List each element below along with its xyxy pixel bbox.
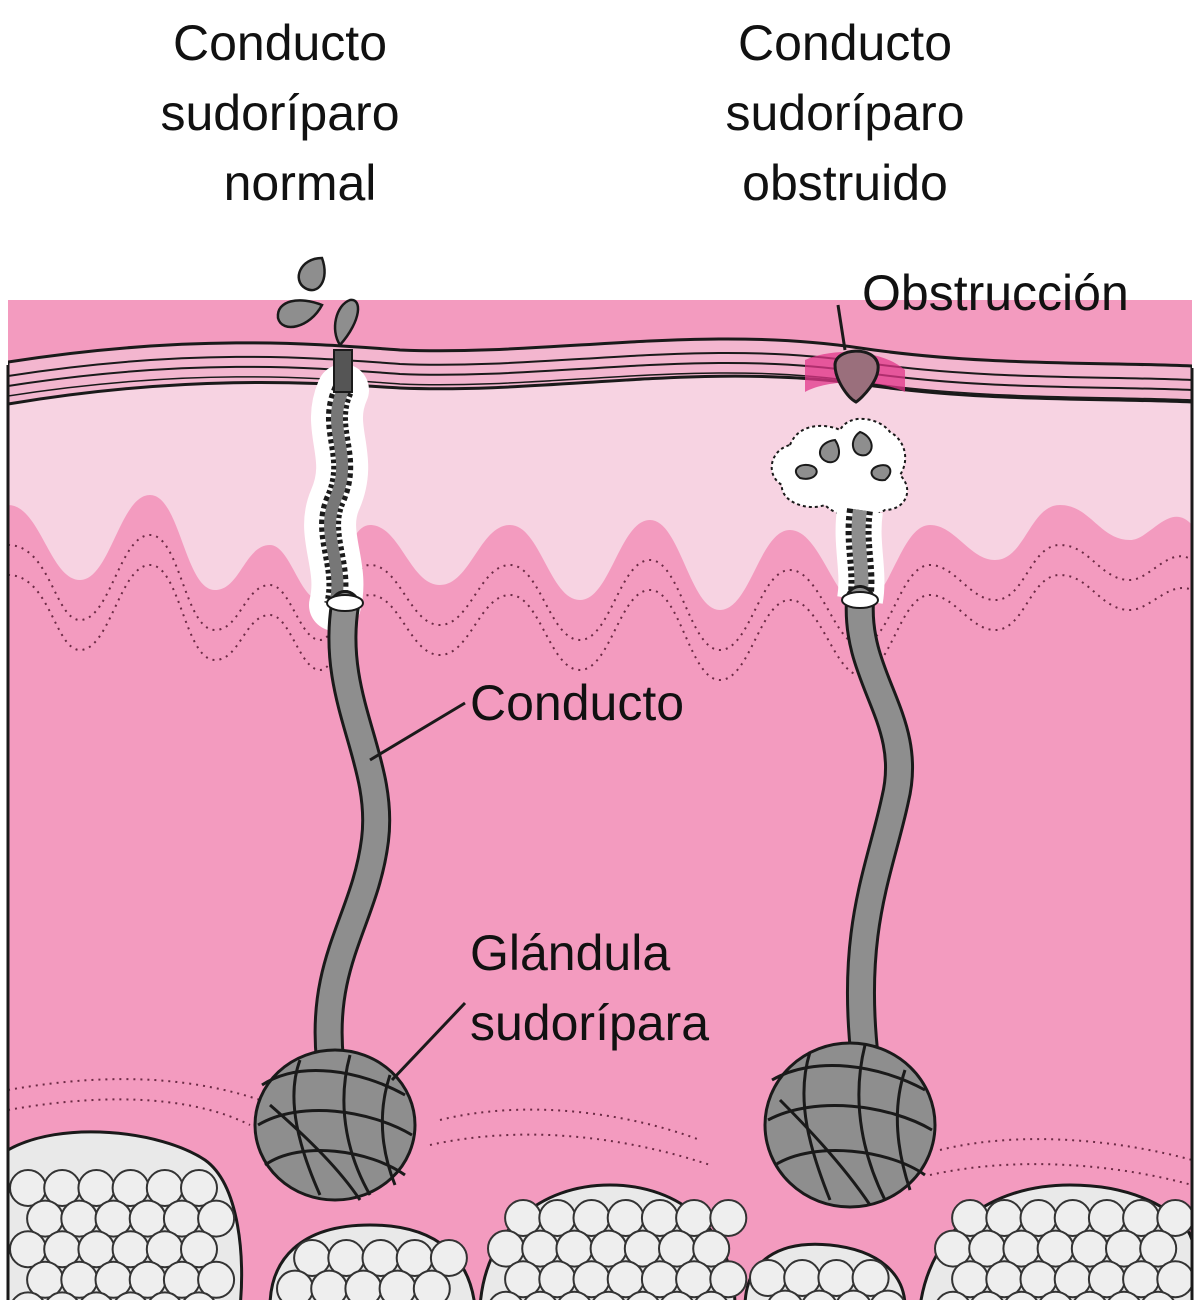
fat-cell xyxy=(523,1290,557,1300)
fat-cell xyxy=(197,1260,236,1299)
fat-cell xyxy=(294,1301,330,1307)
gland-leader-line xyxy=(390,1001,467,1082)
fat-cell xyxy=(1141,1290,1175,1300)
fat-cell xyxy=(397,1301,433,1307)
obstructed-duct-title-line1: Conducto xyxy=(737,15,953,71)
gland-label-line1: Glándula xyxy=(470,925,671,981)
fat-cell xyxy=(558,1290,591,1300)
fat-cell xyxy=(970,1290,1004,1300)
obstructed-sweat-duct xyxy=(770,349,915,1075)
fat-cell xyxy=(328,1301,364,1307)
fat-cell xyxy=(1107,1290,1141,1300)
fat-cell xyxy=(709,1199,748,1237)
sweat-gland-coil-icon xyxy=(763,1041,937,1209)
fat-cell xyxy=(851,1259,890,1297)
fat-cell xyxy=(12,1291,44,1300)
fat-cell xyxy=(378,1269,417,1300)
fat-cell xyxy=(1156,1260,1192,1299)
obstruction-plug xyxy=(833,349,880,404)
fat-cell xyxy=(1005,1290,1038,1300)
fat-cell xyxy=(310,1269,349,1300)
fat-cell-cluster-icon xyxy=(8,1130,1192,1307)
fat-cell xyxy=(836,1289,871,1300)
fat-cell xyxy=(148,1291,181,1300)
fat-cell xyxy=(183,1291,215,1300)
fat-cell xyxy=(870,1289,905,1300)
fat-cell xyxy=(344,1269,383,1300)
fat-cell xyxy=(431,1301,467,1307)
fat-cell xyxy=(692,1229,731,1268)
fat-cell xyxy=(80,1291,113,1300)
fat-cell xyxy=(429,1239,468,1277)
fat-cell xyxy=(626,1290,660,1300)
duct-leader-line xyxy=(369,701,466,762)
fat-cell xyxy=(489,1290,523,1300)
obstructed-duct-title-line2: sudoríparo xyxy=(725,85,965,141)
fat-cell xyxy=(768,1289,803,1300)
fat-cell xyxy=(694,1290,728,1300)
obstructed-duct-title-line3: obstruido xyxy=(742,155,948,211)
fat-cell xyxy=(660,1290,694,1300)
epidermis-layer xyxy=(8,345,1192,610)
fat-cell xyxy=(802,1289,837,1300)
fat-cell xyxy=(412,1269,451,1300)
normal-duct-title: Conducto sudoríparo normal xyxy=(130,8,430,218)
normal-duct-title-line3: normal xyxy=(223,155,377,211)
fat-cell xyxy=(363,1301,399,1307)
fat-cell xyxy=(180,1230,218,1269)
normal-duct-title-line2: sudoríparo xyxy=(160,85,400,141)
gland-label-line2: sudorípara xyxy=(470,995,710,1051)
fat-cell xyxy=(276,1269,314,1300)
fat-cell xyxy=(709,1260,748,1299)
obstructed-duct-title: Conducto sudoríparo obstruido xyxy=(695,8,995,218)
fat-cell xyxy=(46,1291,79,1300)
obstruction-leader-line xyxy=(836,304,847,351)
sweat-gland-coil-icon xyxy=(253,1048,417,1202)
fat-cell xyxy=(936,1290,970,1300)
fat-cell xyxy=(1156,1199,1192,1237)
sweat-droplet-icon xyxy=(276,256,360,348)
normal-duct-title-line1: Conducto xyxy=(172,15,388,71)
fat-cell xyxy=(592,1290,625,1300)
fat-cell xyxy=(114,1291,147,1300)
fat-cell xyxy=(197,1199,236,1238)
obstruction-label: Obstrucción xyxy=(862,265,1129,321)
gland-label: Glándula sudorípara xyxy=(470,918,709,1058)
normal-sweat-duct xyxy=(304,349,392,1075)
fat-cell xyxy=(1073,1290,1107,1300)
duct-label: Conducto xyxy=(470,675,685,731)
fat-cell xyxy=(1139,1229,1178,1268)
fat-cell xyxy=(1039,1290,1072,1300)
fat-cell xyxy=(180,1169,218,1207)
